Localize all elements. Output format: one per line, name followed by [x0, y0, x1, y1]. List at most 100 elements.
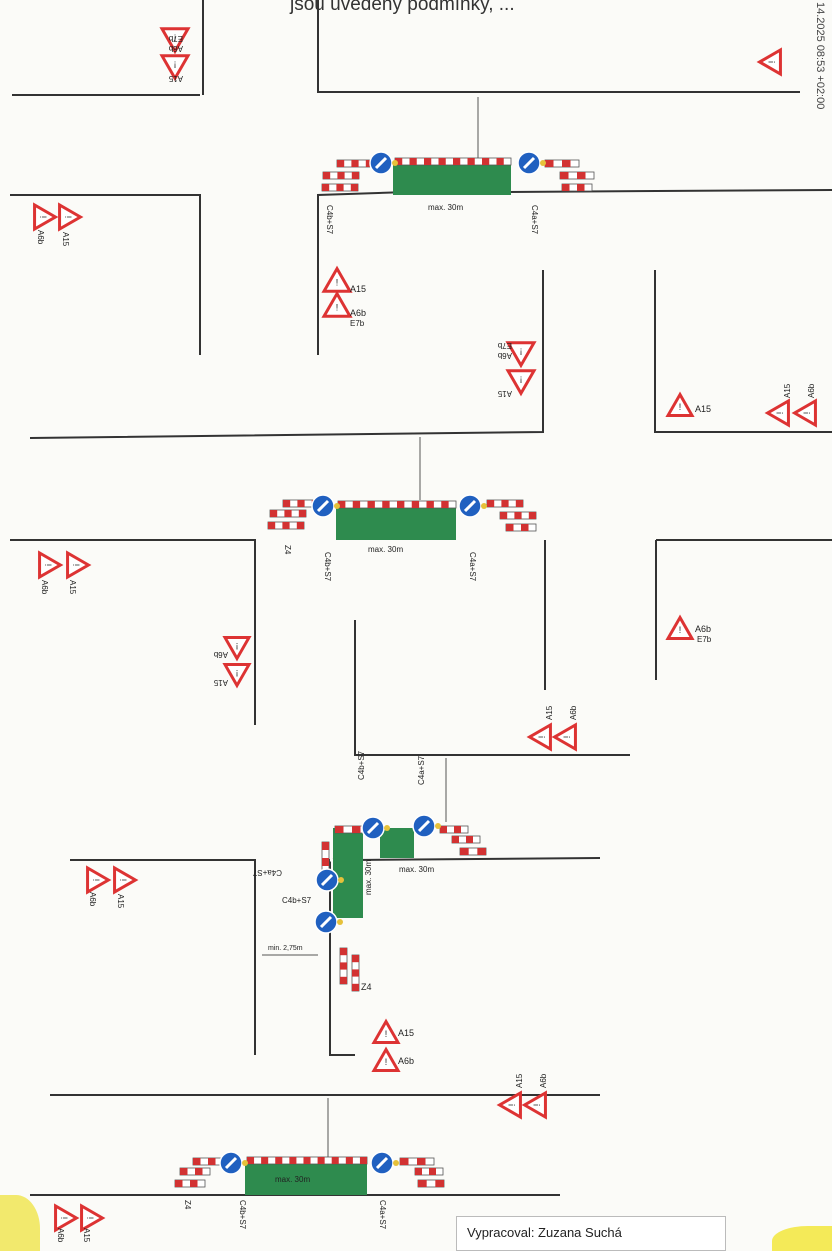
warning-triangle — [58, 202, 84, 232]
triangle-glyph: ! — [236, 668, 239, 678]
barrier-stripe — [453, 158, 461, 165]
triangle-glyph: ! — [71, 564, 81, 567]
barrier-stripe — [350, 184, 358, 191]
warning-triangle — [505, 369, 537, 397]
sign-label-16: A6b — [695, 624, 711, 634]
barrier-stripe — [528, 512, 536, 519]
barrier-26 — [414, 1167, 444, 1176]
barrier-stripe — [338, 501, 346, 508]
sign-label-0: E7b — [168, 34, 183, 43]
sign-label-36: C4a+S7 — [530, 205, 539, 235]
sign-label-25: A6b — [398, 1056, 414, 1066]
barrier-stripe — [515, 500, 523, 507]
barrier-19 — [339, 947, 348, 985]
sign-label-11: A15 — [783, 383, 792, 398]
triangle-glyph: ! — [118, 879, 128, 882]
blue-sign-arrow — [463, 499, 477, 513]
c4-sign-0 — [369, 151, 398, 175]
triangle-sign-2: ! — [33, 202, 59, 232]
triangle-sign-21: ! — [371, 1046, 401, 1072]
sign-label-27: A6b — [539, 1073, 548, 1088]
warning-triangle — [756, 47, 782, 77]
barrier-stripe — [577, 184, 585, 191]
barrier-stripe — [466, 836, 473, 843]
c4-sign-2 — [311, 494, 340, 518]
barrier-stripe — [577, 172, 586, 179]
road-edge-11 — [354, 620, 630, 756]
warning-triangle — [159, 54, 191, 82]
triangle-sign-18: ! — [86, 865, 112, 895]
barrier-stripe — [340, 948, 347, 956]
triangle-glyph: ! — [91, 879, 101, 882]
barrier-stripe — [261, 1157, 269, 1164]
c4-sign-4 — [361, 816, 390, 840]
warning-triangle — [159, 27, 191, 55]
sign-label-21: A6b — [569, 705, 578, 720]
signs: !!!!!!!!!!!!!!!!!!!!!!!!!!! — [33, 27, 817, 1233]
barrier-stripe — [487, 500, 495, 507]
triangle-sign-4: ! — [321, 265, 353, 293]
barrier-22 — [192, 1157, 224, 1166]
warning-triangle — [371, 1046, 401, 1072]
barrier-stripe — [562, 160, 571, 167]
barrier-stripe — [340, 962, 347, 970]
warning-triangle — [371, 1018, 401, 1044]
triangle-sign-15: ! — [222, 663, 252, 689]
barrier-stripe — [322, 184, 330, 191]
c4-sign-8 — [219, 1151, 248, 1175]
barrier-20 — [351, 954, 360, 992]
barrier-stripe — [440, 826, 447, 833]
triangle-glyph: ! — [85, 1217, 95, 1220]
barrier-stripe — [195, 1168, 203, 1175]
work-zone-3b — [333, 828, 363, 918]
barrier-stripe — [460, 848, 469, 855]
triangle-glyph: ! — [174, 59, 177, 69]
c4-sign-5 — [412, 814, 441, 838]
barrier-stripe — [247, 1157, 255, 1164]
warning-triangle — [505, 341, 537, 369]
barrier-stripe — [352, 969, 359, 977]
barrier-stripe — [418, 1180, 427, 1187]
barrier-stripe — [337, 160, 345, 167]
triangle-glyph: ! — [562, 736, 572, 739]
triangle-glyph: ! — [775, 412, 785, 415]
barrier-stripe — [560, 172, 569, 179]
triangle-glyph: ! — [679, 402, 682, 412]
warning-triangle — [665, 391, 695, 417]
barrier-stripe — [337, 172, 345, 179]
triangle-glyph: ! — [507, 1104, 517, 1107]
barrier-stripe — [400, 1158, 409, 1165]
blue-sign-arrow — [316, 499, 330, 513]
barrier-7 — [337, 500, 457, 509]
sign-label-15: A15 — [695, 404, 711, 414]
barrier-11 — [486, 499, 524, 508]
barrier-stripe — [397, 501, 405, 508]
triangle-sign-19: ! — [113, 865, 139, 895]
barrier-stripe — [175, 1180, 183, 1187]
barrier-stripe — [562, 184, 570, 191]
warning-triangle — [665, 614, 695, 640]
sign-label-4: A15 — [61, 232, 70, 247]
warning-light — [242, 1160, 248, 1166]
barrier-stripe — [180, 1168, 188, 1175]
warning-triangle — [222, 636, 252, 662]
road-edge-4 — [317, 189, 832, 355]
sign-label-38: C4a+S7 — [378, 1200, 387, 1230]
triangle-sign-7: ! — [505, 369, 537, 397]
warning-triangle — [321, 290, 353, 318]
triangle-sign-8: ! — [764, 398, 790, 428]
barrier-stripe — [477, 848, 486, 855]
barrier-stripe — [441, 501, 449, 508]
sign-label-35: C4b+S7 — [238, 1200, 247, 1230]
sign-label-12: A6b — [807, 383, 816, 398]
barrier-3 — [321, 183, 359, 192]
triangle-glyph: ! — [802, 412, 812, 415]
barrier-stripe — [208, 1158, 216, 1165]
triangle-glyph: ! — [336, 278, 339, 288]
triangle-glyph: ! — [767, 61, 777, 64]
triangle-sign-12: ! — [665, 391, 695, 417]
sign-label-40: C4a+S7 — [417, 755, 426, 785]
barrier-stripe — [282, 522, 290, 529]
warning-light — [338, 877, 344, 883]
warning-triangle — [33, 202, 59, 232]
